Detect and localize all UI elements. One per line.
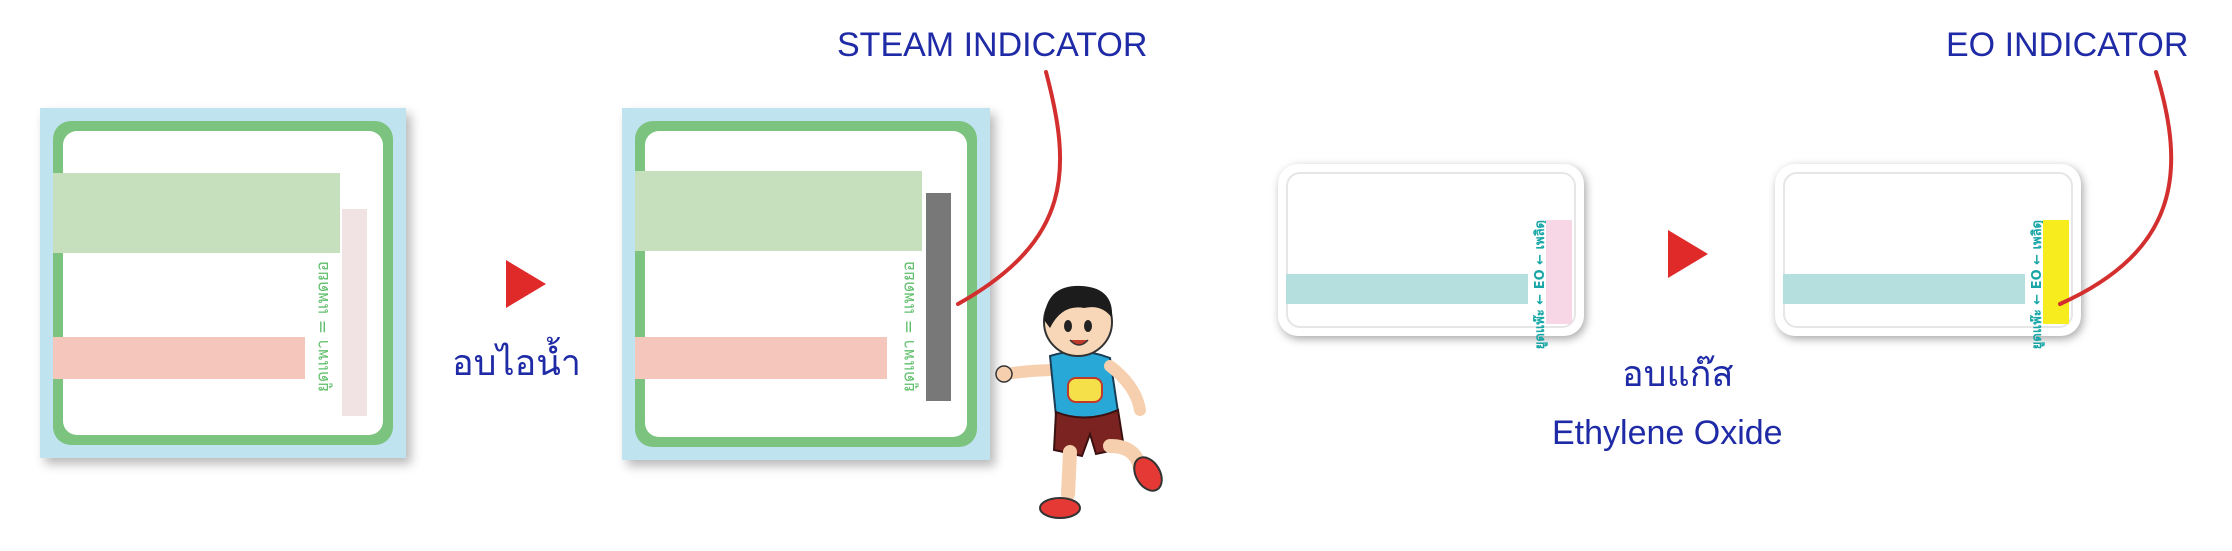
steam-pouch-after: ยูดแพา = แพดยอ	[622, 108, 990, 460]
steam-pouch-green-band	[53, 173, 340, 253]
gas-name-label: Ethylene Oxide	[1552, 414, 1783, 452]
steam-pouch-border: ยูดแพา = แพดยอ	[53, 121, 393, 445]
eo-pouch-teal-band	[1783, 274, 2025, 304]
steam-process-label: อบไอน้ำ	[452, 343, 582, 384]
eo-pouch-before: ยูดแพ๊ะ ← EO ← เพลิดุ	[1278, 164, 1584, 349]
process-arrow	[506, 260, 546, 308]
eo-pouch-after: ยูดแพ๊ะ ← EO ← เพลิดุ	[1775, 164, 2081, 349]
steam-indicator-strip-changed	[926, 193, 951, 401]
running-boy-illustration	[995, 285, 1163, 519]
eo-indicator-strip-unchanged	[1546, 220, 1572, 324]
steam-pouch-window: ยูดแพา = แพดยอ	[635, 131, 967, 437]
steam-pouch-pink-band	[53, 337, 305, 379]
eo-indicator-strip-changed	[2043, 220, 2069, 324]
process-arrow	[1668, 230, 1708, 278]
steam-pouch-pink-band	[635, 337, 887, 379]
steam-pouch-green-band	[635, 171, 922, 251]
steam-pouch-window: ยูดแพา = แพดยอ	[53, 131, 383, 435]
eo-pouch-window	[1783, 172, 2073, 328]
steam-pouch-before: ยูดแพา = แพดยอ	[40, 108, 406, 458]
steam-indicator-label: STEAM INDICATOR	[837, 26, 1148, 64]
eo-pouch-window	[1286, 172, 1576, 328]
eo-callout-line	[2058, 70, 2174, 306]
gas-process-label: อบแก๊ส	[1622, 354, 1734, 395]
steam-pouch-border: ยูดแพา = แพดยอ	[635, 121, 977, 447]
steam-indicator-strip-unchanged	[342, 209, 367, 416]
steam-callout-line	[956, 70, 1063, 306]
eo-pouch-teal-band	[1286, 274, 1528, 304]
eo-indicator-label: EO INDICATOR	[1946, 26, 2189, 64]
